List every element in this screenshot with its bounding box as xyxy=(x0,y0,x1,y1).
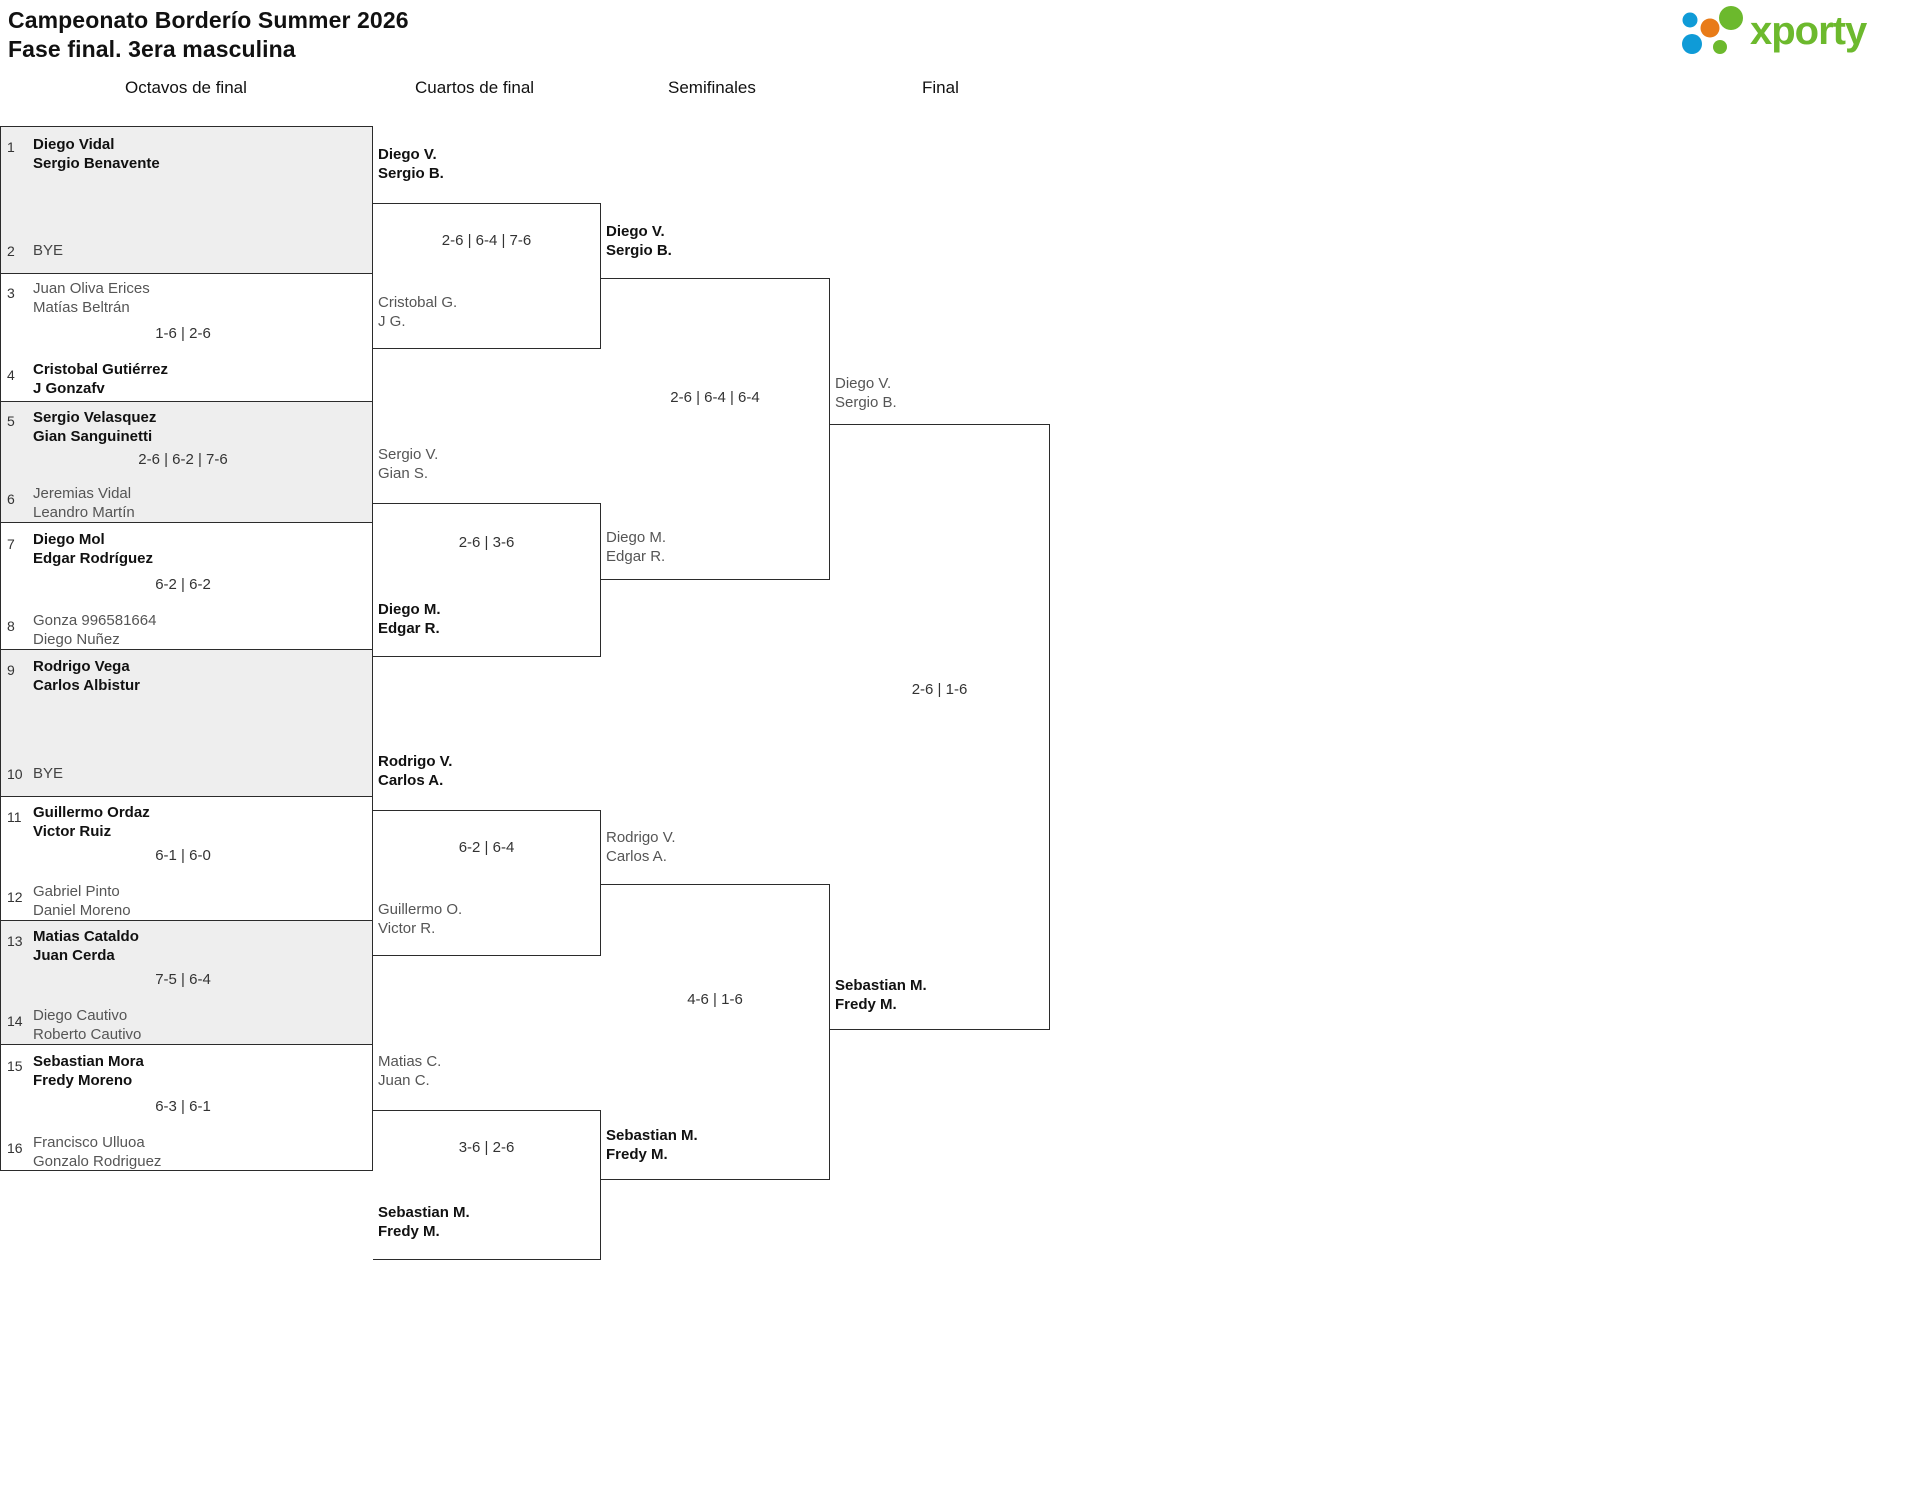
qf-match-4-connector[interactable]: 3-6 | 2-6 xyxy=(373,1110,601,1260)
xporty-logo[interactable]: xporty xyxy=(1676,6,1908,56)
round-header-semifinales: Semifinales xyxy=(668,78,756,97)
r16-pair-5[interactable]: 9 Rodrigo Vega Carlos Albistur 10 BYE xyxy=(0,649,373,796)
r16-team: Guillermo Ordaz Victor Ruiz xyxy=(33,804,150,840)
round-header-cuartos: Cuartos de final xyxy=(415,78,535,97)
sf-match-1-connector[interactable]: 2-6 | 6-4 | 6-4 xyxy=(601,278,830,580)
qf-score: 2-6 | 6-4 | 7-6 xyxy=(441,232,532,249)
sf-match-2-connector[interactable]: 4-6 | 1-6 xyxy=(601,884,830,1180)
sf-score: 2-6 | 6-4 | 6-4 xyxy=(670,389,760,406)
qf-advancing-team: Rodrigo V. Carlos A. xyxy=(378,753,453,789)
r16-team: Gonza 996581664 Diego Nuñez xyxy=(33,612,157,648)
sf-score: 4-6 | 1-6 xyxy=(687,991,743,1008)
final-score: 2-6 | 1-6 xyxy=(911,681,968,698)
seed-number: 5 xyxy=(7,413,15,429)
round-header-final: Final xyxy=(922,78,959,97)
r16-team: Juan Oliva Erices Matías Beltrán xyxy=(33,280,150,316)
seed-number: 16 xyxy=(7,1140,23,1156)
page-header: Campeonato Borderío Summer 2026 Fase fin… xyxy=(0,0,1920,68)
qf-advancing-team: Cristobal G. J G. xyxy=(378,294,458,330)
qf-score: 3-6 | 2-6 xyxy=(458,1139,515,1156)
r16-pair-6[interactable]: 11 Guillermo Ordaz Victor Ruiz 6-1 | 6-0… xyxy=(0,796,373,920)
qf-advancing-team: Diego V. Sergio B. xyxy=(378,146,444,182)
r16-team: Francisco Ulluoa Gonzalo Rodriguez xyxy=(33,1134,162,1170)
r16-score: 6-2 | 6-2 xyxy=(155,576,211,593)
round-header-octavos: Octavos de final xyxy=(125,78,247,97)
seed-number: 14 xyxy=(7,1013,23,1029)
seed-number: 10 xyxy=(7,766,23,782)
seed-number: 1 xyxy=(7,139,15,155)
qf-score: 6-2 | 6-4 xyxy=(458,839,515,856)
seed-number: 12 xyxy=(7,889,23,905)
sf-advancing-team: Diego M. Edgar R. xyxy=(606,529,667,565)
r16-score: 6-3 | 6-1 xyxy=(155,1098,211,1115)
r16-team: Sergio Velasquez Gian Sanguinetti xyxy=(33,409,157,445)
final-match-connector[interactable]: 2-6 | 1-6 xyxy=(830,424,1050,1030)
r16-team: Sebastian Mora Fredy Moreno xyxy=(33,1053,144,1089)
r16-team: Diego Cautivo Roberto Cautivo xyxy=(33,1007,142,1043)
title-block: Campeonato Borderío Summer 2026 Fase fin… xyxy=(8,6,409,64)
qf-score: 2-6 | 3-6 xyxy=(458,534,515,551)
seed-number: 7 xyxy=(7,536,15,552)
r16-pair-4[interactable]: 7 Diego Mol Edgar Rodríguez 6-2 | 6-2 8 … xyxy=(0,522,373,649)
qf-advancing-team: Sebastian M. Fredy M. xyxy=(378,1204,470,1240)
final-runner-up: Diego V. Sergio B. xyxy=(835,375,897,411)
seed-number: 3 xyxy=(7,285,15,301)
r16-pair-2[interactable]: 3 Juan Oliva Erices Matías Beltrán 1-6 |… xyxy=(0,273,373,401)
r16-pair-1[interactable]: 1 Diego Vidal Sergio Benavente 2 BYE xyxy=(0,126,373,273)
tournament-subtitle: Fase final. 3era masculina xyxy=(8,36,296,62)
r16-team: Cristobal Gutiérrez J Gonzafv xyxy=(33,361,169,397)
qf-advancing-team: Matias C. Juan C. xyxy=(378,1053,442,1089)
qf-advancing-team: Sergio V. Gian S. xyxy=(378,446,439,482)
sf-advancing-team: Rodrigo V. Carlos A. xyxy=(606,829,676,865)
r16-team: Matias Cataldo Juan Cerda xyxy=(33,928,139,964)
logo-dots-icon xyxy=(1682,6,1743,54)
tournament-title: Campeonato Borderío Summer 2026 xyxy=(8,7,409,33)
r16-team: Jeremias Vidal Leandro Martín xyxy=(33,485,135,521)
seed-number: 13 xyxy=(7,933,23,949)
bye-label: BYE xyxy=(33,242,64,259)
qf-advancing-team: Diego M. Edgar R. xyxy=(378,601,441,637)
r16-team: Diego Vidal Sergio Benavente xyxy=(33,136,160,172)
seed-number: 6 xyxy=(7,491,15,507)
sf-advancing-team: Sebastian M. Fredy M. xyxy=(606,1127,698,1163)
r16-score: 1-6 | 2-6 xyxy=(155,325,211,342)
bye-label: BYE xyxy=(33,765,64,782)
seed-number: 4 xyxy=(7,367,15,383)
r16-pair-3[interactable]: 5 Sergio Velasquez Gian Sanguinetti 2-6 … xyxy=(0,401,373,522)
qf-match-2-connector[interactable]: 2-6 | 3-6 xyxy=(373,503,601,657)
sf-advancing-team: Diego V. Sergio B. xyxy=(606,223,672,259)
seed-number: 15 xyxy=(7,1058,23,1074)
qf-match-1-connector[interactable]: 2-6 | 6-4 | 7-6 xyxy=(373,203,601,349)
seed-number: 8 xyxy=(7,618,15,634)
r16-score: 6-1 | 6-0 xyxy=(155,847,211,864)
r16-team: Rodrigo Vega Carlos Albistur xyxy=(33,658,140,694)
r16-pair-7[interactable]: 13 Matias Cataldo Juan Cerda 7-5 | 6-4 1… xyxy=(0,920,373,1044)
r16-score: 2-6 | 6-2 | 7-6 xyxy=(138,451,228,468)
seed-number: 11 xyxy=(7,809,22,825)
seed-number: 9 xyxy=(7,662,15,678)
qf-match-3-connector[interactable]: 6-2 | 6-4 xyxy=(373,810,601,956)
qf-advancing-team: Guillermo O. Victor R. xyxy=(378,901,463,937)
r16-score: 7-5 | 6-4 xyxy=(155,971,211,988)
r16-team: Diego Mol Edgar Rodríguez xyxy=(33,531,154,567)
final-champion: Sebastian M. Fredy M. xyxy=(835,977,927,1013)
seed-number: 2 xyxy=(7,243,15,259)
r16-pair-8[interactable]: 15 Sebastian Mora Fredy Moreno 6-3 | 6-1… xyxy=(0,1044,373,1171)
logo-wordmark: xporty xyxy=(1750,9,1867,53)
r16-team: Gabriel Pinto Daniel Moreno xyxy=(33,883,131,919)
